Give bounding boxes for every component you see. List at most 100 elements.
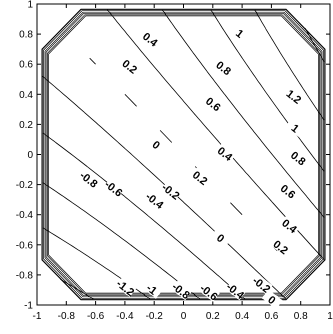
contour-label-bg <box>270 236 292 257</box>
contour-line-0 <box>89 57 278 252</box>
y-tick-label: 0.6 <box>19 60 33 71</box>
contour-label-bg <box>283 86 305 106</box>
contour-label: 0.8 <box>213 59 232 78</box>
contour-label-bg <box>214 143 236 164</box>
contour-line--0.4 <box>42 132 245 300</box>
contour-label-bg <box>279 215 301 236</box>
contour-label: 0.4 <box>140 31 160 50</box>
contour-label: -0.4 <box>143 191 166 213</box>
boundary-contour <box>47 14 320 295</box>
contour-label-group: 0.2 <box>270 236 292 257</box>
contour-label: 0.6 <box>203 95 222 114</box>
x-tick-label: -0.2 <box>146 311 164 322</box>
contour-label-bg <box>103 178 125 198</box>
contour-label-bg <box>160 181 182 201</box>
contour-label-group: 1 <box>229 23 251 43</box>
contour-label: -0.8 <box>77 170 99 191</box>
boundary-contour <box>43 10 324 299</box>
y-tick-label: -1 <box>24 301 33 312</box>
contour-label-bg <box>225 280 247 301</box>
x-tick-label: -0.4 <box>116 311 134 322</box>
contour-label-group: 0.4 <box>140 29 162 50</box>
contour-line-0.8 <box>254 9 325 121</box>
contour-label-bg <box>277 181 299 201</box>
contour-label-bg <box>171 280 193 301</box>
y-tick-label: -0.6 <box>16 240 34 251</box>
contour-label: 1.2 <box>284 88 303 107</box>
contour-label-bg <box>198 281 220 302</box>
contour-label-group: -0.8 <box>169 280 193 302</box>
contour-label: 0.4 <box>215 145 235 164</box>
contour-label-bg <box>213 57 235 78</box>
contour-label: 0.2 <box>270 238 289 257</box>
contour-label-bg <box>190 167 212 188</box>
contour-label-group: 0.4 <box>214 143 236 164</box>
contour-label-bg <box>141 278 163 299</box>
contour-label-group: 1 <box>285 117 307 138</box>
contour-label-bg <box>229 23 251 43</box>
boundary-contour <box>48 15 319 294</box>
contour-label-group: 0.4 <box>279 215 301 237</box>
contour-label-group: 0.8 <box>213 57 235 78</box>
y-tick-label: 0.8 <box>19 30 33 41</box>
contour-label-bg <box>251 274 273 295</box>
contour-label-group: 0 <box>146 134 168 155</box>
x-tick-label: 0.6 <box>264 311 278 322</box>
contour-label: 0.4 <box>279 217 299 236</box>
contour-label-group: 0 <box>210 227 232 248</box>
y-tick-label: -0.8 <box>16 270 34 281</box>
x-tick-label: 0.8 <box>294 311 308 322</box>
x-tick-label: 0 <box>181 311 187 322</box>
x-tick-label: -1 <box>33 311 42 322</box>
contour-label: 0.6 <box>278 183 297 202</box>
contour-label-group: -0.8 <box>77 169 100 191</box>
contour-label-group: 0.6 <box>277 181 299 202</box>
contour-line-0.4 <box>162 9 325 218</box>
contour-label: 0.2 <box>120 58 139 77</box>
contour-label-bg <box>210 227 232 248</box>
boundary-contour <box>44 11 323 298</box>
contour-label-bg <box>140 29 162 49</box>
contour-label-group: 0.8 <box>288 147 310 169</box>
contour-label-bg <box>115 277 137 298</box>
contour-label-group: 1.2 <box>283 86 305 107</box>
plot-frame <box>36 3 331 306</box>
contour-label-bg <box>146 134 168 155</box>
y-tick-label: -0.2 <box>16 180 34 191</box>
contour-label-group: 0 <box>261 289 283 310</box>
contour-label-group: 0.2 <box>190 167 212 188</box>
y-tick-label: -0.4 <box>16 210 34 221</box>
y-tick-label: 0 <box>27 150 33 161</box>
contour-label: 0.8 <box>288 150 307 169</box>
contour-line--0.2 <box>42 75 287 300</box>
contour-label: -0.6 <box>197 282 219 303</box>
contour-label-bg <box>119 56 141 76</box>
contour-label: -0.8 <box>169 281 191 302</box>
contour-label-group: -1 <box>141 278 163 299</box>
contour-label-bg <box>261 289 283 310</box>
contour-label: -0.6 <box>102 179 124 200</box>
y-tick-label: 0.2 <box>19 120 33 131</box>
x-tick-label: 1 <box>327 311 333 322</box>
contour-line-0.6 <box>210 9 325 172</box>
x-tick-label: 0.2 <box>206 311 220 322</box>
y-tick-label: 0.4 <box>19 90 33 101</box>
contour-label-bg <box>203 93 225 114</box>
contour-label-group: 0.6 <box>203 93 225 114</box>
contour-label-bg <box>288 147 310 168</box>
contour-label-bg <box>285 117 307 138</box>
x-tick-label: 0.4 <box>235 311 249 322</box>
x-tick-label: -0.6 <box>87 311 105 322</box>
contour-label-bg <box>144 190 166 210</box>
boundary-contour <box>45 12 322 297</box>
x-tick-label: -0.8 <box>58 311 76 322</box>
y-tick-label: 1 <box>27 0 33 11</box>
contour-label-group: 0.2 <box>119 56 141 77</box>
boundary-contour <box>41 8 326 301</box>
contour-label: 0.2 <box>190 169 209 188</box>
contour-label-bg <box>78 169 100 189</box>
